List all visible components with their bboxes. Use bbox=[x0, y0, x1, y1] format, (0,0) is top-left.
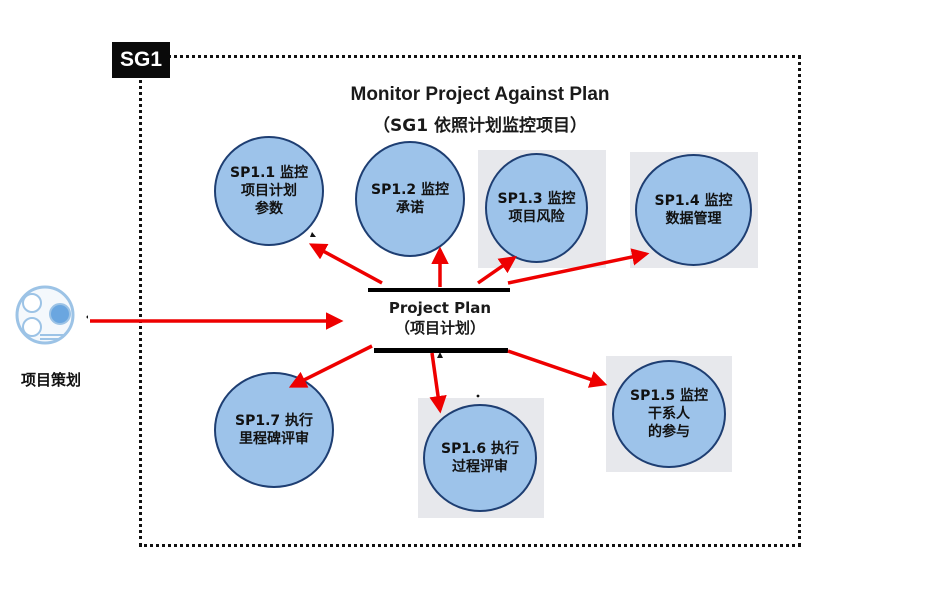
practice-sp1-6-line-1: SP1.6 执行 bbox=[440, 441, 520, 457]
practice-sp1-2: SP1.2 监控 承诺 bbox=[355, 141, 465, 257]
practice-sp1-1-line-1: SP1.1 监控 bbox=[229, 165, 309, 181]
practice-sp1-2-line-2: 承诺 bbox=[396, 200, 424, 216]
practice-sp1-5-line-2: 干系人 bbox=[648, 406, 690, 422]
goal-tag: SG1 bbox=[112, 42, 170, 78]
source-process-label: 项目策划 bbox=[20, 371, 81, 389]
arrow-plan-to-sp1-3 bbox=[477, 256, 517, 285]
goal-title: Monitor Project Against Plan bbox=[350, 84, 610, 105]
practice-sp1-1-line-2: 项目计划 bbox=[241, 183, 297, 199]
small-arrowhead-2 bbox=[437, 352, 443, 358]
practice-sp1-2-line-1: SP1.2 监控 bbox=[370, 182, 450, 198]
practice-sp1-1-line-3: 参数 bbox=[255, 201, 283, 217]
goal-subtitle: （SG1 依照计划监控项目） bbox=[373, 116, 587, 136]
process-circles-icon bbox=[15, 285, 88, 345]
marker-dot bbox=[476, 394, 480, 398]
practice-sp1-3: SP1.3 监控 项目风险 bbox=[485, 153, 588, 263]
project-plan-subtitle: （项目计划） bbox=[394, 319, 485, 337]
practice-sp1-5-line-3: 的参与 bbox=[648, 424, 690, 440]
practice-sp1-5: SP1.5 监控 干系人 的参与 bbox=[612, 360, 726, 468]
practice-sp1-3-line-2: 项目风险 bbox=[508, 209, 565, 225]
plan-store-top-bar bbox=[368, 288, 510, 292]
arrow-plan-to-sp1-5 bbox=[507, 349, 608, 388]
practice-sp1-5-line-1: SP1.5 监控 bbox=[629, 388, 709, 404]
practice-sp1-1: SP1.1 监控 项目计划 参数 bbox=[214, 136, 324, 246]
practice-sp1-7-line-2: 里程碑评审 bbox=[239, 431, 309, 447]
practice-sp1-3-line-1: SP1.3 监控 bbox=[497, 191, 576, 207]
practice-sp1-4-line-1: SP1.4 监控 bbox=[654, 193, 733, 209]
practice-sp1-7: SP1.7 执行 里程碑评审 bbox=[214, 372, 334, 488]
practice-sp1-4-line-2: 数据管理 bbox=[665, 211, 722, 227]
arrow-plan-to-sp1-6 bbox=[429, 352, 447, 414]
project-plan: Project Plan （项目计划） bbox=[370, 298, 510, 338]
practice-sp1-6: SP1.6 执行 过程评审 bbox=[423, 404, 537, 512]
arrow-plan-to-sp1-4 bbox=[507, 248, 650, 285]
small-arrowhead-1 bbox=[310, 232, 316, 237]
practice-sp1-4: SP1.4 监控 数据管理 bbox=[635, 154, 752, 266]
plan-store-bottom-bar bbox=[374, 348, 508, 353]
goal-boundary bbox=[139, 55, 801, 547]
practice-sp1-6-line-2: 过程评审 bbox=[452, 459, 508, 475]
project-plan-title: Project Plan bbox=[388, 299, 492, 317]
practice-sp1-7-line-1: SP1.7 执行 bbox=[234, 413, 314, 429]
arrow-plan-to-sp1-7 bbox=[288, 344, 373, 388]
arrow-plan-to-sp1-1 bbox=[308, 243, 383, 285]
